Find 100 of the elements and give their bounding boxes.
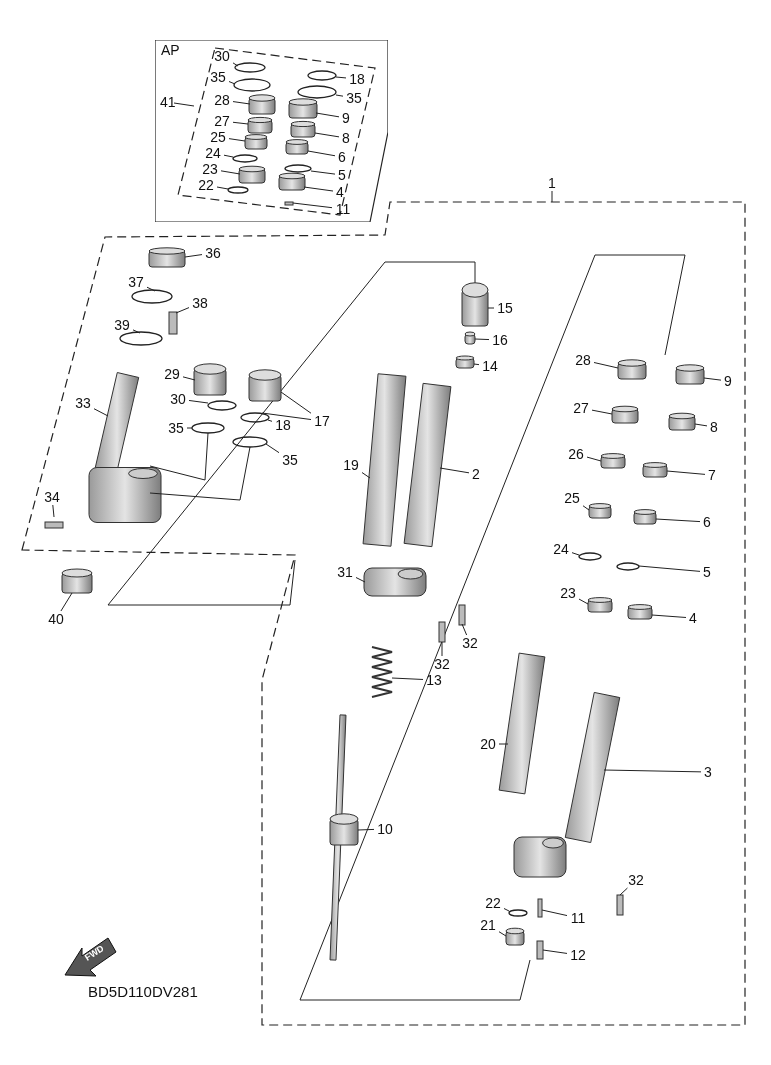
callout-number: 28 xyxy=(211,92,233,108)
leader-line xyxy=(498,931,507,937)
leader-line xyxy=(292,202,333,209)
leader-line xyxy=(474,338,490,341)
callout-number: 38 xyxy=(189,295,211,311)
leader-line xyxy=(335,94,344,97)
leader-line xyxy=(391,677,424,680)
callout-number: 5 xyxy=(335,167,349,183)
callout-number: 18 xyxy=(272,417,294,433)
callout-number: 28 xyxy=(572,352,594,368)
leader-line xyxy=(655,518,701,523)
leader-line xyxy=(303,186,334,192)
callout-number: 25 xyxy=(561,490,583,506)
callout-number: 8 xyxy=(707,419,721,435)
callout-number: 6 xyxy=(335,149,349,165)
leader-line xyxy=(228,81,236,85)
leader-line xyxy=(52,504,55,518)
callout-number: 21 xyxy=(477,917,499,933)
leader-line xyxy=(357,828,375,831)
leader-line xyxy=(603,769,702,773)
callout-number: 24 xyxy=(550,541,572,557)
leader-line xyxy=(232,121,249,125)
callout-number: 27 xyxy=(570,400,592,416)
callout-number: 37 xyxy=(125,274,147,290)
leader-line xyxy=(571,552,580,556)
leader-line xyxy=(473,363,480,366)
callout-number: 29 xyxy=(161,366,183,382)
group-title: AP xyxy=(161,42,180,58)
callout-number: 19 xyxy=(340,457,362,473)
callout-number: 35 xyxy=(279,452,301,468)
callout-number: 39 xyxy=(111,317,133,333)
leader-line xyxy=(232,62,239,67)
leader-line xyxy=(188,399,209,404)
callout-number: 34 xyxy=(41,489,63,505)
callout-number: 27 xyxy=(211,113,233,129)
callout-number: 24 xyxy=(202,145,224,161)
leader-line xyxy=(638,565,701,572)
leader-line xyxy=(651,614,687,618)
leader-line xyxy=(461,623,468,636)
leader-line xyxy=(307,150,336,157)
leader-line xyxy=(593,362,619,369)
callout-number: 23 xyxy=(557,585,579,601)
callout-number: 35 xyxy=(165,420,187,436)
callout-number: 11 xyxy=(567,910,589,926)
leader-line xyxy=(439,467,470,474)
leader-line xyxy=(228,138,246,142)
callout-number: 23 xyxy=(199,161,221,177)
leader-line xyxy=(582,505,590,511)
callout-number: 7 xyxy=(705,467,719,483)
leader-line xyxy=(666,470,706,475)
callout-number: 8 xyxy=(339,130,353,146)
callout-number: 35 xyxy=(343,90,365,106)
leader-line xyxy=(175,307,190,314)
callout-number: 12 xyxy=(567,947,589,963)
callout-number: 4 xyxy=(333,184,347,200)
leader-line xyxy=(310,170,336,175)
callout-number: 32 xyxy=(431,656,453,672)
callout-number: 4 xyxy=(686,610,700,626)
callout-number: 16 xyxy=(489,332,511,348)
callout-number: 3 xyxy=(701,764,715,780)
callout-number: 30 xyxy=(167,391,189,407)
leader-line xyxy=(280,391,312,414)
callout-number: 5 xyxy=(700,564,714,580)
leader-line xyxy=(216,186,229,190)
callout-number: 15 xyxy=(494,300,516,316)
callout-number: 22 xyxy=(195,177,217,193)
callout-number: 18 xyxy=(346,71,368,87)
callout-number: 33 xyxy=(72,395,94,411)
callout-number: 22 xyxy=(482,895,504,911)
leader-line xyxy=(261,412,312,421)
leader-line xyxy=(267,419,273,422)
callout-number: 14 xyxy=(479,358,501,374)
assembly-line xyxy=(149,446,251,501)
direction-label: FWD xyxy=(82,943,106,963)
leader-line xyxy=(578,598,589,605)
callout-number: 20 xyxy=(477,736,499,752)
leader-line xyxy=(542,949,568,954)
leader-line xyxy=(441,641,443,657)
leader-line xyxy=(220,170,241,175)
callout-number: 40 xyxy=(45,611,67,627)
leader-line xyxy=(541,909,568,917)
callout-number: 10 xyxy=(374,821,396,837)
leader-line xyxy=(487,307,495,309)
callout-number: 36 xyxy=(202,245,224,261)
leader-line xyxy=(182,376,196,381)
leader-line xyxy=(184,254,203,258)
leader-line xyxy=(265,443,280,454)
callout-number: 2 xyxy=(469,466,483,482)
callout-number: 13 xyxy=(423,672,445,688)
leader-line xyxy=(132,329,141,334)
leader-line xyxy=(186,427,193,429)
leader-line xyxy=(619,887,628,896)
leader-line xyxy=(503,908,510,912)
callout-number: 32 xyxy=(625,872,647,888)
leader-line xyxy=(355,577,366,583)
leader-line xyxy=(703,377,722,381)
leader-line xyxy=(60,592,73,612)
callout-number: 31 xyxy=(334,564,356,580)
callout-number: 6 xyxy=(700,514,714,530)
leader-line xyxy=(498,743,509,745)
